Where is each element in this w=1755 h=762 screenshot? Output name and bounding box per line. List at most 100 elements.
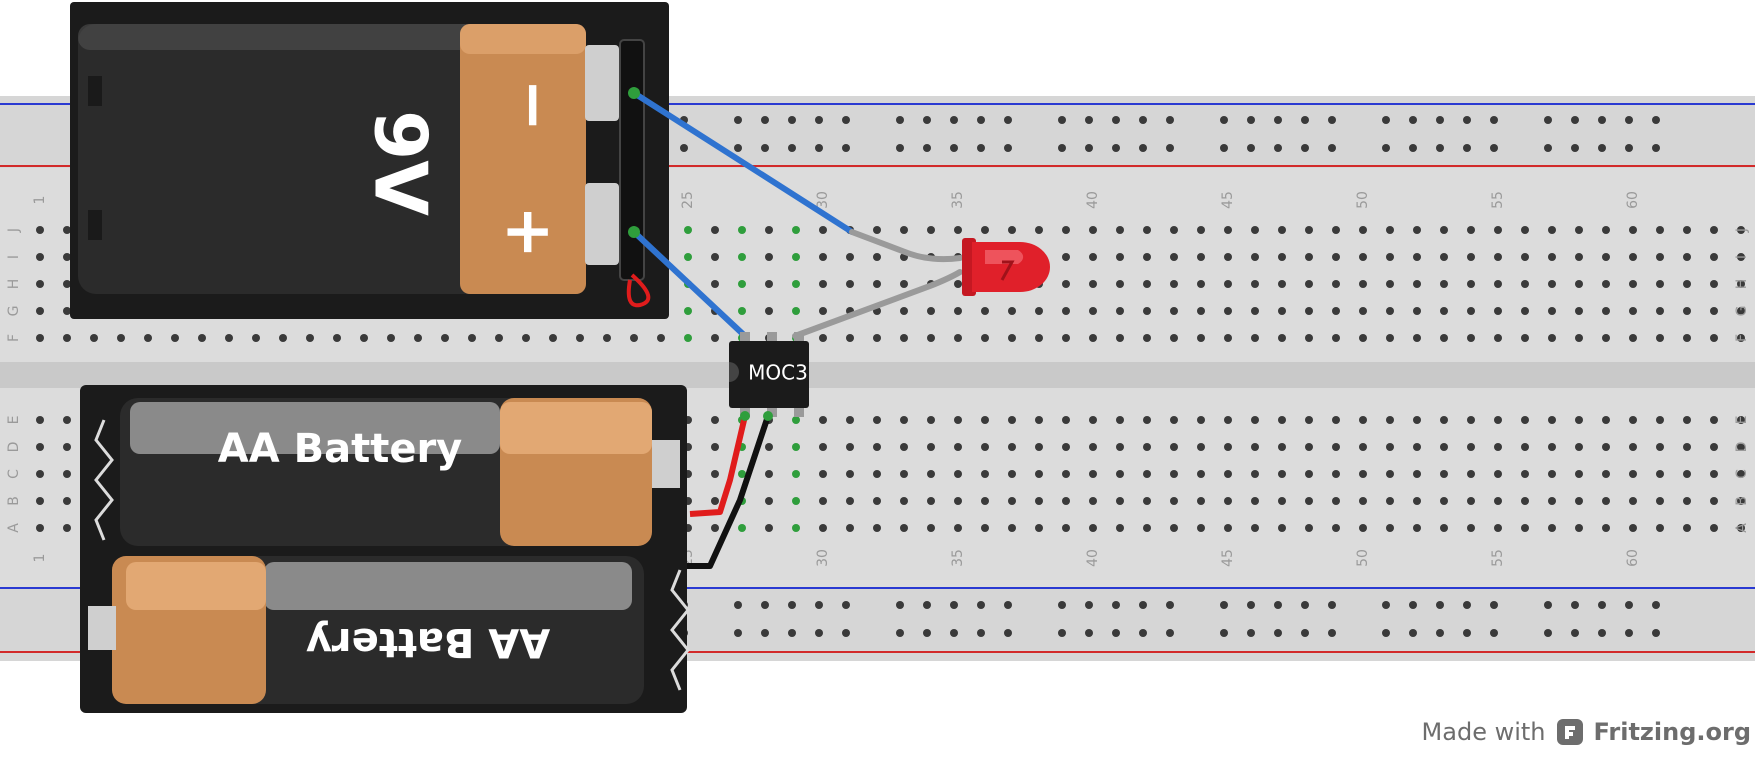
- power-rail-hole: [1247, 629, 1255, 637]
- breadboard-hole: [738, 226, 746, 234]
- breadboard-hole: [765, 443, 773, 451]
- breadboard-hole: [1251, 524, 1259, 532]
- breadboard-hole: [1332, 416, 1340, 424]
- breadboard-hole: [819, 226, 827, 234]
- column-number: 30: [815, 549, 831, 567]
- breadboard-hole: [1359, 416, 1367, 424]
- breadboard-hole: [1494, 253, 1502, 261]
- breadboard-hole: [1305, 524, 1313, 532]
- breadboard-hole: [873, 443, 881, 451]
- breadboard-hole: [1494, 497, 1502, 505]
- breadboard-hole: [1197, 497, 1205, 505]
- breadboard-hole: [819, 334, 827, 342]
- breadboard-hole: [1440, 280, 1448, 288]
- breadboard-hole: [1116, 253, 1124, 261]
- breadboard-hole: [1278, 226, 1286, 234]
- breadboard-hole: [1737, 253, 1745, 261]
- breadboard-hole: [1494, 524, 1502, 532]
- power-rail-hole: [950, 144, 958, 152]
- power-rail-hole: [1058, 116, 1066, 124]
- breadboard-hole: [1116, 334, 1124, 342]
- breadboard-hole: [1602, 307, 1610, 315]
- ic-pin: [740, 332, 750, 344]
- breadboard-hole: [1359, 253, 1367, 261]
- breadboard-hole: [1710, 307, 1718, 315]
- breadboard-hole: [1089, 416, 1097, 424]
- breadboard-hole: [1386, 307, 1394, 315]
- breadboard-hole: [927, 497, 935, 505]
- row-letter: E: [1734, 416, 1750, 425]
- breadboard-hole: [630, 334, 638, 342]
- breadboard-hole: [873, 497, 881, 505]
- breadboard-hole: [1548, 416, 1556, 424]
- breadboard-hole: [1494, 416, 1502, 424]
- breadboard-hole: [63, 470, 71, 478]
- breadboard-hole: [1278, 524, 1286, 532]
- breadboard-hole: [1440, 497, 1448, 505]
- breadboard-hole: [1602, 497, 1610, 505]
- power-rail-hole: [1409, 601, 1417, 609]
- row-letter: B: [6, 496, 22, 506]
- power-rail-hole: [1085, 144, 1093, 152]
- aa-cell-bottom-band: [264, 562, 632, 610]
- blue-wire-bottom-start: [628, 226, 640, 238]
- power-rail-hole: [815, 116, 823, 124]
- breadboard-hole: [1440, 253, 1448, 261]
- breadboard-hole: [1413, 470, 1421, 478]
- power-rail-hole: [761, 144, 769, 152]
- breadboard-hole: [1737, 416, 1745, 424]
- breadboard-hole: [1008, 307, 1016, 315]
- breadboard-hole: [900, 416, 908, 424]
- breadboard-hole: [846, 416, 854, 424]
- breadboard-hole: [1332, 524, 1340, 532]
- ic-notch: [729, 362, 739, 382]
- breadboard-hole: [1278, 443, 1286, 451]
- breadboard-hole: [1224, 470, 1232, 478]
- breadboard-hole: [1089, 280, 1097, 288]
- breadboard-hole: [1602, 524, 1610, 532]
- breadboard-hole: [1197, 280, 1205, 288]
- power-rail-hole: [1571, 601, 1579, 609]
- breadboard-hole: [1656, 307, 1664, 315]
- breadboard-hole: [1197, 226, 1205, 234]
- breadboard-hole: [711, 334, 719, 342]
- breadboard-hole: [792, 470, 800, 478]
- breadboard-hole: [1413, 443, 1421, 451]
- breadboard-hole: [1116, 470, 1124, 478]
- power-rail-hole: [977, 601, 985, 609]
- column-number: 25: [680, 191, 696, 209]
- breadboard-hole: [927, 334, 935, 342]
- column-number: 60: [1625, 549, 1641, 567]
- breadboard-hole: [1062, 307, 1070, 315]
- breadboard-hole: [1062, 524, 1070, 532]
- power-rail-hole: [1652, 144, 1660, 152]
- breadboard-hole: [1170, 497, 1178, 505]
- power-rail-hole: [1463, 144, 1471, 152]
- breadboard-hole: [846, 253, 854, 261]
- power-rail-hole: [896, 144, 904, 152]
- power-rail-hole: [1436, 116, 1444, 124]
- breadboard-hole: [1035, 226, 1043, 234]
- breadboard-hole: [1008, 524, 1016, 532]
- breadboard-hole: [1386, 443, 1394, 451]
- breadboard-hole: [1602, 280, 1610, 288]
- breadboard-hole: [846, 334, 854, 342]
- row-letter: D: [6, 442, 22, 453]
- breadboard-hole: [684, 226, 692, 234]
- power-rail-hole: [1274, 144, 1282, 152]
- breadboard-hole: [954, 416, 962, 424]
- power-rail-hole: [1625, 601, 1633, 609]
- breadboard-hole: [1305, 497, 1313, 505]
- breadboard-hole: [1710, 226, 1718, 234]
- breadboard-hole: [1170, 470, 1178, 478]
- power-rail-hole: [788, 144, 796, 152]
- breadboard-hole: [900, 307, 908, 315]
- power-rail-hole: [1058, 629, 1066, 637]
- breadboard-hole: [1494, 443, 1502, 451]
- power-rail-hole: [1382, 601, 1390, 609]
- breadboard-hole: [36, 307, 44, 315]
- breadboard-hole: [738, 280, 746, 288]
- breadboard-hole: [819, 416, 827, 424]
- power-rail-hole: [1463, 629, 1471, 637]
